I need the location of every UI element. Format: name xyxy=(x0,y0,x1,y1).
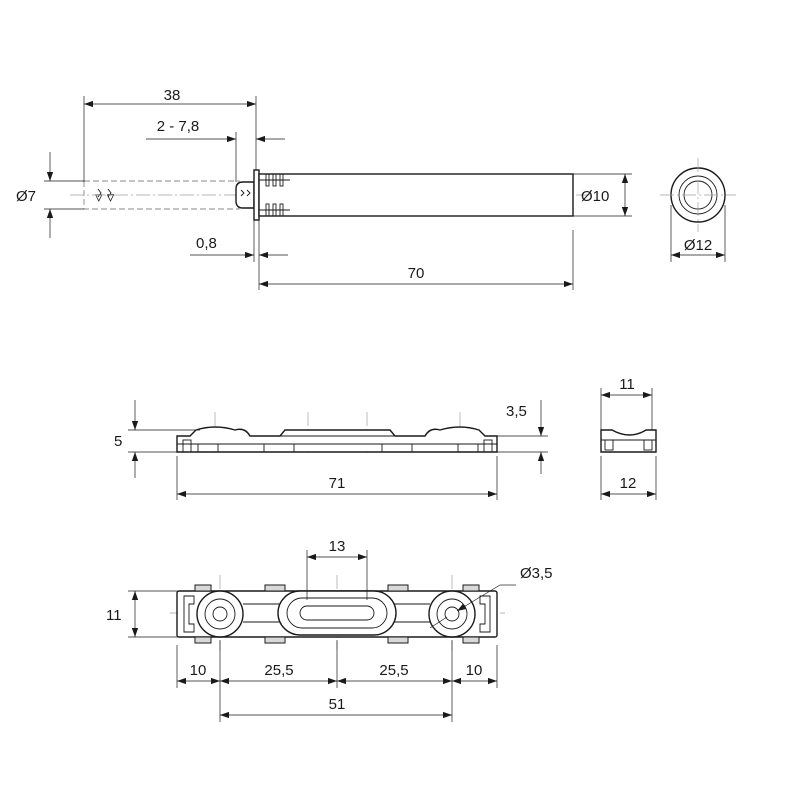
dim-label-13: 13 xyxy=(329,538,346,555)
svg-text:▿ ▿: ▿ ▿ xyxy=(95,189,115,206)
dim-label-12-side: 12 xyxy=(620,475,637,492)
dim-label-11-front: 11 xyxy=(106,607,122,624)
dim-label-dia7: Ø7 xyxy=(16,188,36,205)
plate-side-base xyxy=(176,426,498,453)
plate-end-view: 11 12 xyxy=(600,376,657,500)
dim-label-255-right: 25,5 xyxy=(379,662,408,679)
dim-label-dia10: Ø10 xyxy=(581,188,609,205)
dim-label-38: 38 xyxy=(164,87,181,104)
cylinder-flange xyxy=(253,169,260,221)
dim-label-70: 70 xyxy=(408,265,425,282)
dim-label-2-78: 2 - 7,8 xyxy=(157,118,200,135)
plate-side-view: 5 3,5 71 xyxy=(114,400,548,500)
cylinder-end-view: Ø12 xyxy=(660,158,736,262)
cylinder-ribs xyxy=(259,173,290,217)
dim-label-dia35: Ø3,5 xyxy=(520,565,553,582)
dim-label-51: 51 xyxy=(329,696,346,713)
plate-end-body xyxy=(600,429,657,453)
dim-label-10-left: 10 xyxy=(190,662,207,679)
adjustment-slot-outer xyxy=(277,590,397,636)
plunger-tip-marks: ▿ ▿ xyxy=(95,188,115,206)
cylinder-side-view: ▿ ▿ 38 2 - 7,8 xyxy=(16,87,632,290)
plunger-head xyxy=(235,181,255,209)
plate-top-view: 13 Ø3,5 11 10 25,5 25,5 10 51 xyxy=(106,538,553,722)
cylinder-body xyxy=(258,173,574,217)
dim-label-11-side: 11 xyxy=(619,376,635,393)
dim-label-10-right: 10 xyxy=(466,662,483,679)
dim-label-5: 5 xyxy=(114,433,122,450)
left-screw-boss xyxy=(196,590,244,638)
dim-label-255-left: 25,5 xyxy=(264,662,293,679)
dim-label-35: 3,5 xyxy=(506,403,527,420)
dim-label-08: 0,8 xyxy=(196,235,217,252)
right-screw-boss xyxy=(428,590,476,638)
dim-label-dia12: Ø12 xyxy=(684,237,712,254)
dim-label-71: 71 xyxy=(329,475,346,492)
